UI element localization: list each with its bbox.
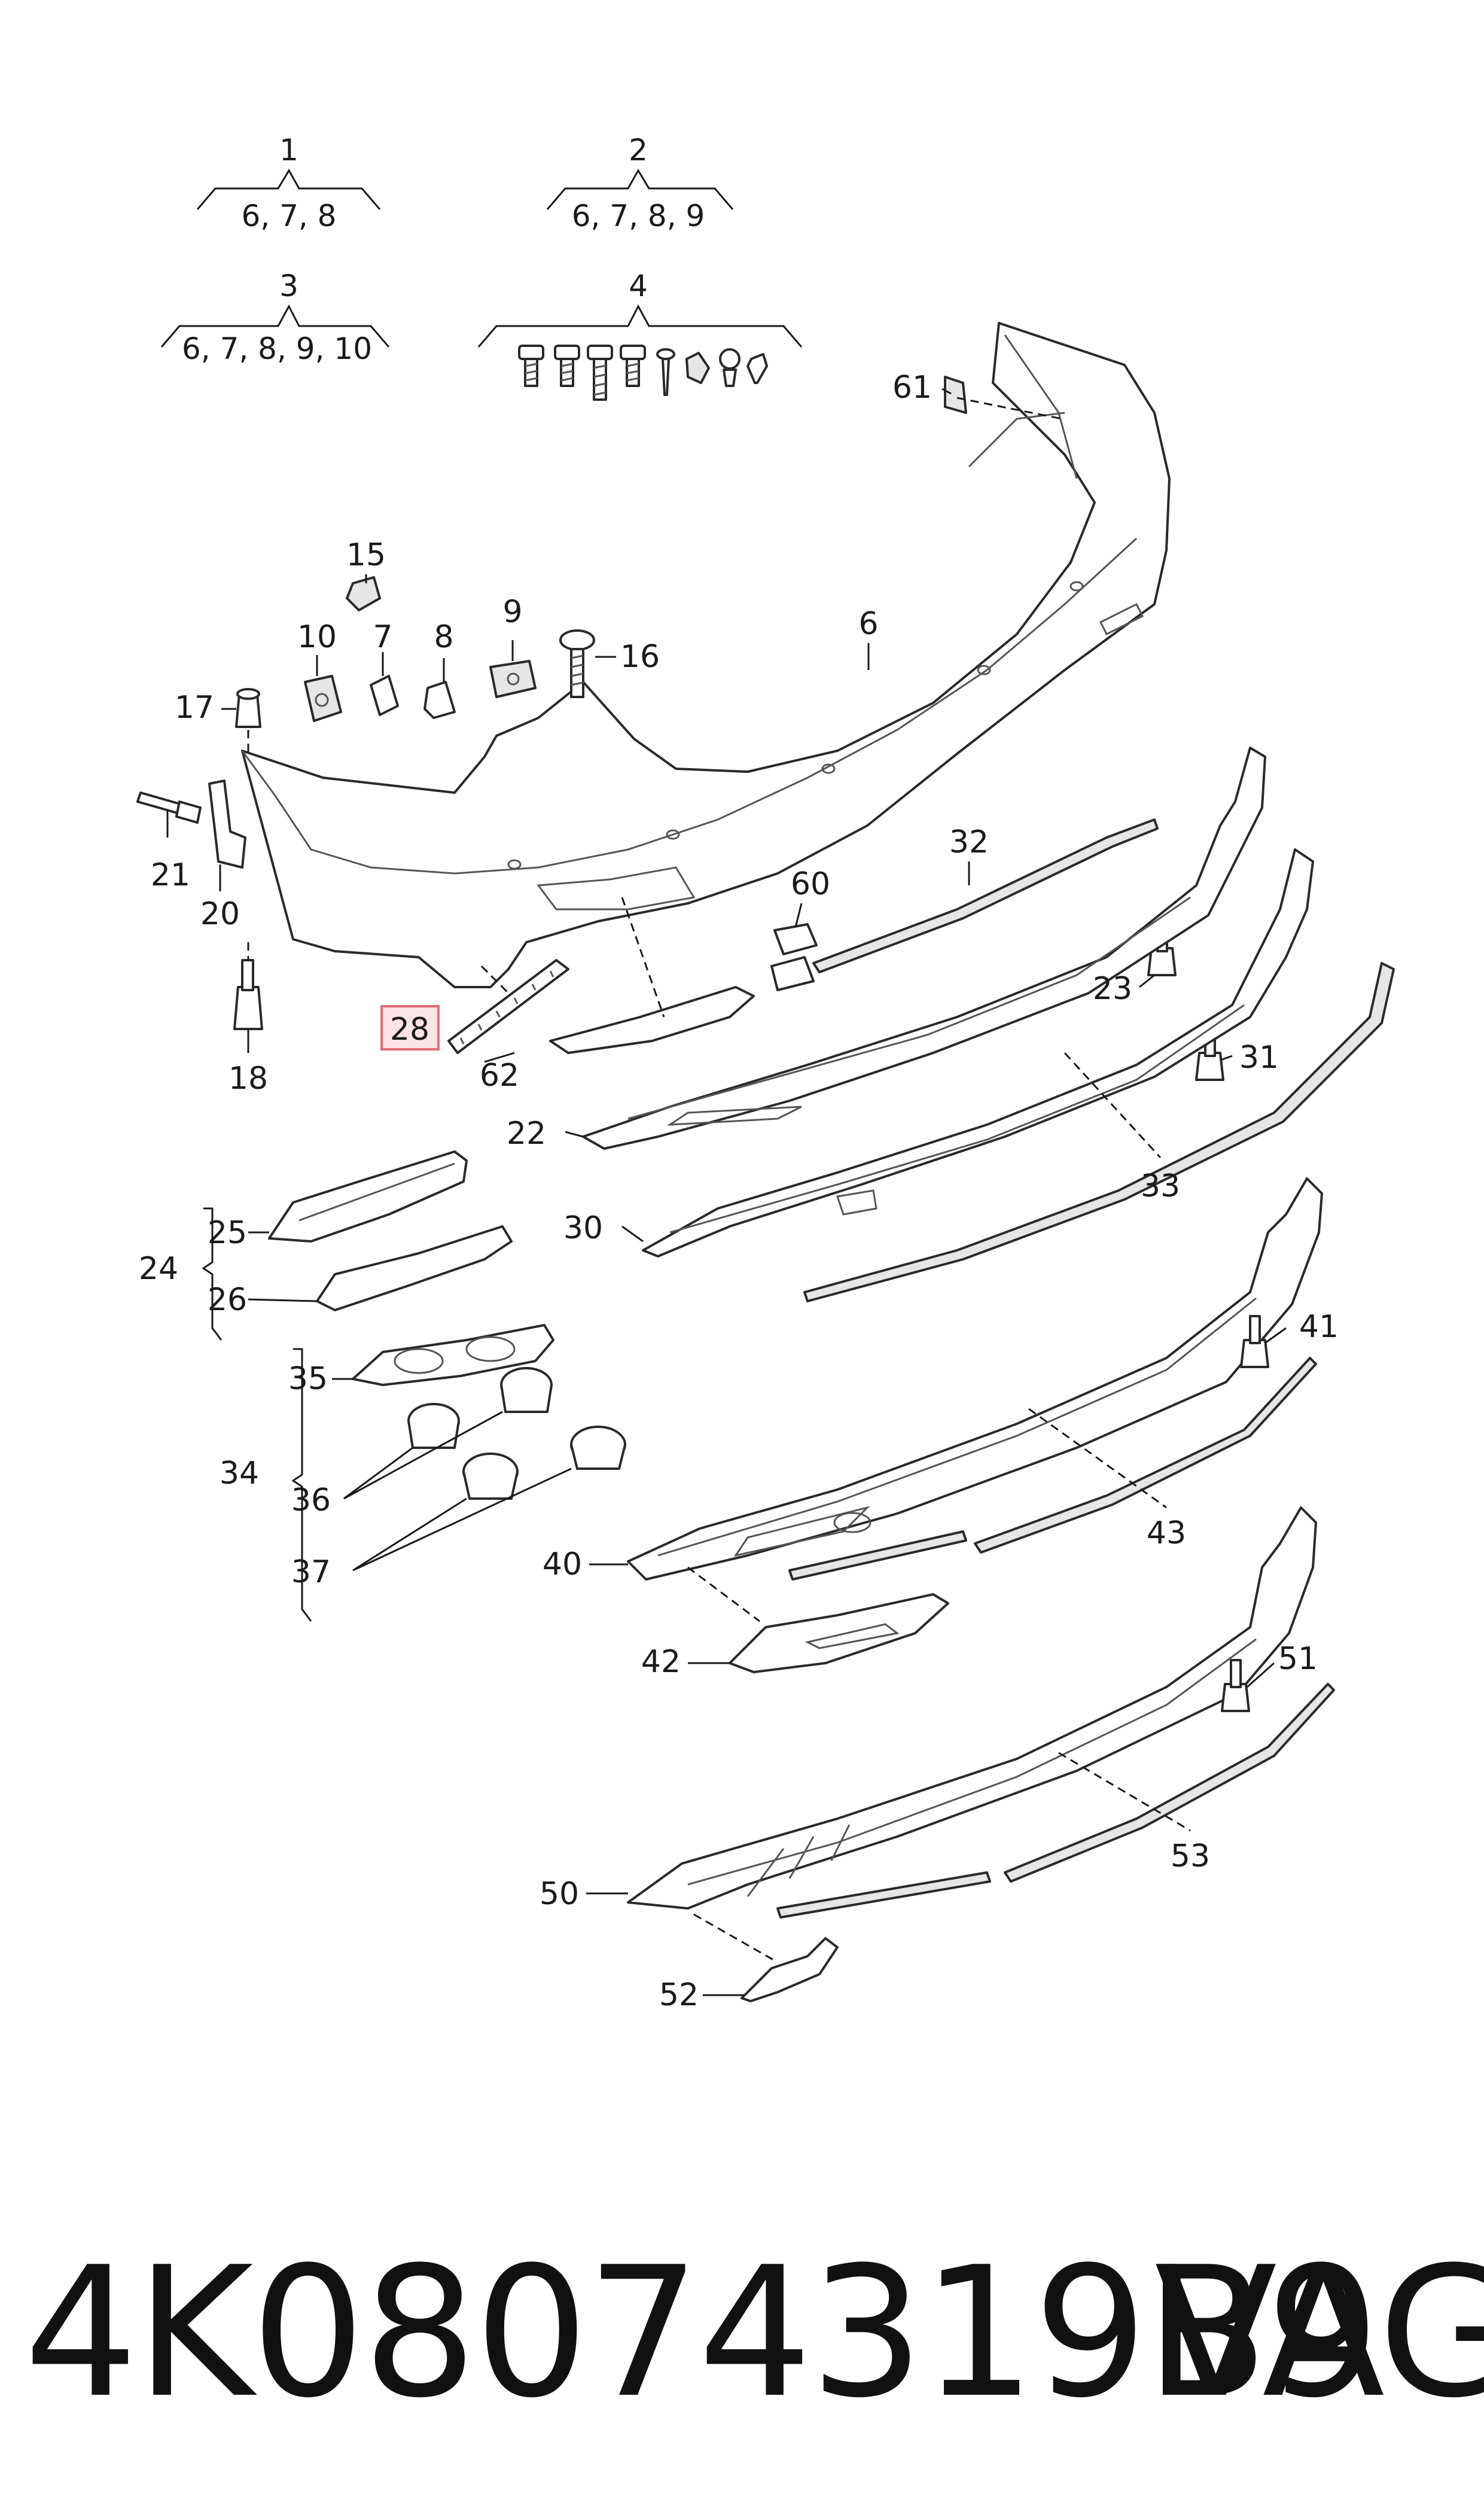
callout-50: 50 (540, 1876, 579, 1912)
screw-icon (620, 345, 646, 387)
callout-28-highlight (380, 1005, 440, 1051)
callout-40: 40 (543, 1546, 582, 1582)
callout-43: 43 (1147, 1515, 1186, 1551)
fastener-set (518, 345, 768, 401)
callout-61: 61 (892, 370, 932, 406)
clip-15 (346, 576, 381, 611)
callout-53: 53 (1171, 1838, 1210, 1874)
group-members: 6, 7, 8 (241, 199, 336, 233)
grille-26 (316, 1225, 513, 1311)
callout-26: 26 (208, 1282, 247, 1318)
tailpipe-37a (462, 1453, 519, 1500)
callout-25: 25 (208, 1215, 247, 1251)
strip-53 (1004, 1683, 1335, 1883)
clip-17 (235, 688, 261, 728)
callout-33: 33 (1141, 1168, 1180, 1204)
group-number: 3 (279, 269, 298, 303)
callout-51: 51 (1278, 1641, 1318, 1677)
callout-52: 52 (659, 1977, 699, 2013)
bracket-9 (489, 660, 537, 698)
callout-10: 10 (297, 619, 337, 655)
sensor-60 (770, 923, 818, 991)
bolt-icon (587, 345, 613, 401)
part-number: 4K08074319B9 (24, 2228, 1380, 2437)
diffuser-50 (627, 1506, 1317, 1910)
grille-25 (268, 1150, 468, 1243)
bolt-18 (233, 959, 263, 1030)
callout-16: 16 (620, 639, 660, 675)
wiring-32 (812, 818, 1159, 973)
callout-28: 28 (390, 1012, 429, 1048)
strip-53b (776, 1871, 991, 1919)
bracket-20 (208, 780, 246, 869)
rivet-icon (656, 348, 675, 396)
bracket-61 (944, 376, 967, 414)
trim-42 (729, 1593, 949, 1673)
brand-label: VAG (1154, 2228, 1484, 2437)
callout-41: 41 (1299, 1309, 1339, 1345)
callout-6: 6 (858, 606, 878, 642)
callout-36: 36 (291, 1482, 331, 1518)
nut-icon (719, 348, 741, 387)
group-label-2: 2 6, 7, 8, 9 (546, 133, 734, 233)
trim-62 (549, 986, 755, 1054)
callout-37: 37 (291, 1554, 331, 1590)
callout-35: 35 (288, 1361, 328, 1397)
group-members: 6, 7, 8, 9 (572, 199, 705, 233)
callout-32: 32 (949, 824, 989, 860)
group-number: 2 (629, 133, 648, 168)
callout-22: 22 (507, 1116, 546, 1152)
tailpipe-36b (500, 1367, 553, 1413)
tailpipe-trim-35 (352, 1324, 554, 1386)
callout-60: 60 (791, 866, 830, 902)
clip-7 (370, 675, 399, 716)
rivet-21 (136, 791, 202, 824)
leader-lines (166, 388, 1287, 1996)
tailpipe-36a (407, 1403, 460, 1449)
group-members: 6, 7, 8, 9, 10 (182, 331, 372, 366)
callout-9: 9 (502, 594, 522, 630)
trim-52 (741, 1937, 839, 2002)
diffuser-30 (642, 848, 1314, 1258)
bolt-51 (1221, 1659, 1250, 1712)
strip-43b (788, 1530, 967, 1581)
callout-20: 20 (200, 896, 240, 932)
callout-42: 42 (641, 1644, 681, 1680)
diffuser-22 (582, 747, 1266, 1150)
callout-31: 31 (1239, 1040, 1279, 1076)
callout-8: 8 (434, 619, 453, 655)
strip-28 (447, 959, 569, 1054)
strip-33 (803, 962, 1395, 1302)
callout-23: 23 (1093, 971, 1132, 1007)
group-label-4: 4 (477, 269, 803, 348)
group-label-3: 3 6, 7, 8, 9, 10 (160, 269, 390, 366)
callout-62: 62 (480, 1058, 519, 1094)
callout-24: 24 (139, 1251, 178, 1287)
clip-8 (423, 681, 456, 719)
group-number: 1 (279, 133, 298, 168)
callout-7: 7 (373, 619, 392, 655)
callout-labels: 61 6 15 10 7 8 9 16 17 21 20 18 28 62 32… (139, 370, 1339, 2013)
group-number: 4 (629, 269, 648, 303)
callout-15: 15 (346, 537, 386, 573)
callout-34: 34 (220, 1456, 259, 1491)
diffuser-40 (627, 1177, 1323, 1581)
callout-30: 30 (563, 1210, 603, 1246)
tailpipe-37b (570, 1426, 626, 1470)
bolt-16 (559, 629, 595, 698)
push-clip-icon (746, 353, 768, 384)
callout-18: 18 (228, 1061, 268, 1097)
bracket-10 (304, 675, 342, 722)
callout-17: 17 (175, 690, 214, 726)
group-label-1: 1 6, 7, 8 (196, 133, 381, 233)
bumper-cover (241, 322, 1171, 988)
clip-icon (685, 352, 710, 384)
callout-21: 21 (151, 857, 190, 893)
bolt-icon (554, 345, 580, 387)
strip-43 (974, 1357, 1317, 1554)
bolt-41 (1240, 1315, 1269, 1368)
bolt-icon (518, 345, 544, 387)
footer: 4K08074319B9 VAG (0, 2208, 1484, 2459)
